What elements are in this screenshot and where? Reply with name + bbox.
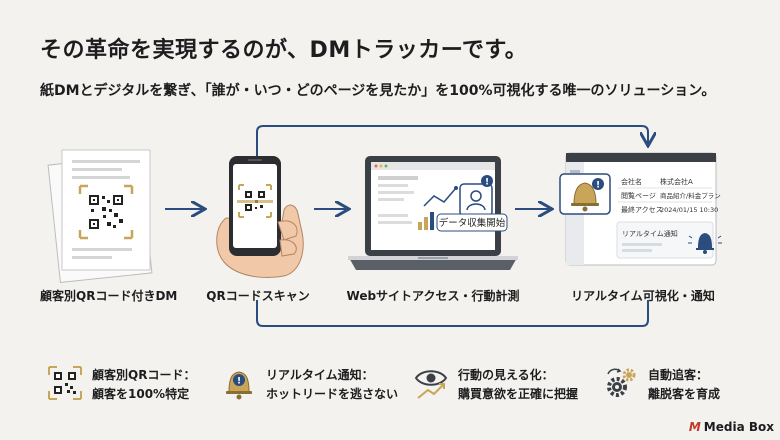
phone-scan-illustration: [216, 156, 304, 278]
qr-code-icon: [78, 184, 134, 240]
alert-icon: [481, 175, 493, 187]
feature-qr-title: 顧客別QRコード：: [92, 368, 196, 382]
dashboard-row-value: 商品紹介/料金プラン: [660, 191, 721, 200]
data-collection-badge: [436, 213, 508, 232]
loop-arrow-bottom: [256, 300, 649, 327]
feature-notify-desc: ホットリードを逃さない: [266, 387, 399, 401]
step-label-scan: QRコードスキャン: [206, 289, 310, 303]
feature-notify: ! リアルタイム通知： ホットリードを逃さない: [222, 366, 398, 404]
brand-logo: M Media Box: [689, 420, 774, 434]
feature-followup-desc: 離脱客を育成: [648, 387, 721, 401]
dashboard-row-key: 閲覧ページ: [621, 191, 656, 200]
bell-icon: !: [226, 371, 252, 400]
realtime-notify-label: リアルタイム通知: [622, 229, 678, 238]
dashboard-row-key: 最終アクセス: [621, 205, 663, 214]
page-subtitle: 紙DMとデジタルを繋ぎ、「誰が・いつ・どのページを見たか」を100%可視化する唯…: [40, 83, 716, 99]
svg-text:!: !: [485, 178, 489, 188]
svg-text:!: !: [596, 181, 600, 191]
svg-text:!: !: [237, 377, 241, 387]
feature-notify-title: リアルタイム通知：: [266, 368, 374, 382]
loop-arrow-top: [256, 125, 648, 156]
dashboard-illustration: 会社名 株式会社A 閲覧ページ 商品紹介/料金プラン 最終アクセス 2024/0…: [559, 152, 722, 266]
laptop-illustration: ! データ収集開始: [348, 156, 518, 270]
step-label-notify: リアルタイム可視化・通知: [571, 289, 715, 303]
qr-code-icon: [48, 366, 82, 400]
feature-qr: 顧客別QRコード： 顧客を100%特定: [48, 366, 195, 404]
step-label-dm: 顧客別QRコード付きDM: [40, 289, 178, 303]
gears-icon: [607, 368, 636, 397]
data-collection-badge-label: データ収集開始: [439, 217, 506, 229]
feature-visualize: 行動の見える化： 購買意欲を正確に把握: [414, 366, 578, 404]
page-title: その革命を実現するのが、DMトラッカーです。: [40, 38, 528, 63]
step-label-web: Webサイトアクセス・行動計測: [346, 289, 520, 303]
feature-qr-desc: 顧客を100%特定: [92, 387, 190, 401]
dashboard-row-value: 2024/01/15 10:30: [660, 206, 718, 214]
dm-paper-illustration: [47, 149, 153, 284]
feature-followup: 自動追客： 離脱客を育成: [604, 366, 720, 404]
bell-notification-card: !: [559, 173, 611, 215]
dashboard-row-value: 株式会社A: [660, 177, 693, 186]
brand-name: Media Box: [703, 420, 774, 434]
eye-trend-icon: [414, 370, 448, 399]
feature-visualize-title: 行動の見える化：: [458, 368, 554, 382]
brand-mark: M: [688, 420, 701, 434]
feature-visualize-desc: 購買意欲を正確に把握: [458, 387, 579, 401]
bell-small-icon: [688, 233, 722, 254]
dashboard-row-key: 会社名: [621, 177, 642, 186]
feature-followup-title: 自動追客：: [648, 368, 709, 382]
